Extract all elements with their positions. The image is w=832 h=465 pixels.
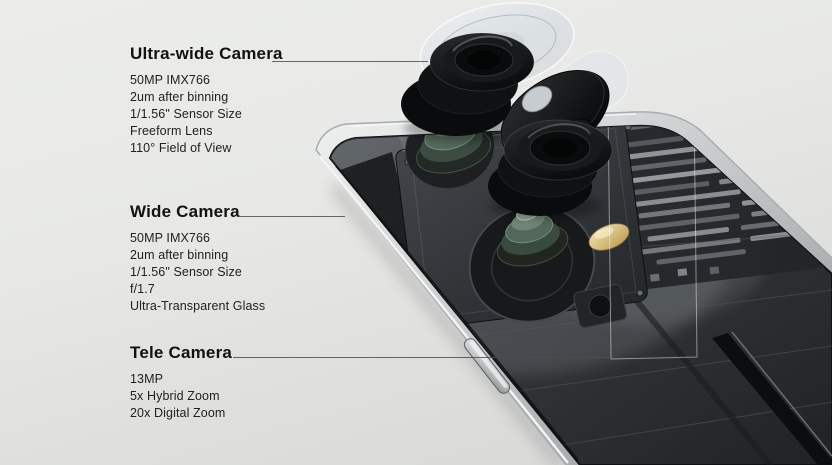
tele-camera-block xyxy=(573,283,627,329)
spec-line: Freeform Lens xyxy=(130,124,213,138)
annotation-ultra-wide-camera: Ultra-wide Camera 50MP IMX766 2um after … xyxy=(130,44,283,157)
tele-camera-specs: 13MP 5x Hybrid Zoom 20x Digital Zoom xyxy=(130,371,232,422)
exploded-parts xyxy=(401,1,629,219)
ultrawide-lens-barrel xyxy=(401,32,535,136)
midframe-bar xyxy=(712,333,832,465)
tele-leader-line xyxy=(233,357,610,358)
spec-line: 1/1.56" Sensor Size xyxy=(130,107,242,121)
spec-line: 13MP xyxy=(130,372,164,386)
wide-lens-stack xyxy=(468,205,596,323)
spec-line: f/1.7 xyxy=(130,282,155,296)
wide-camera-specs: 50MP IMX766 2um after binning 1/1.56" Se… xyxy=(130,230,265,315)
spec-line: 50MP IMX766 xyxy=(130,73,211,87)
midframe-glint xyxy=(731,331,832,457)
power-button xyxy=(463,338,511,394)
spec-line: 50MP IMX766 xyxy=(130,231,211,245)
wide-lens-barrel xyxy=(488,119,613,216)
tele-camera-title: Tele Camera xyxy=(130,343,233,362)
rail-glint xyxy=(319,155,569,464)
highlight-box xyxy=(607,125,698,360)
wide-leader-line xyxy=(237,216,345,217)
spec-line: 110° Field of View xyxy=(130,141,232,155)
gold-disc xyxy=(588,223,630,251)
spec-line: 2um after binning xyxy=(130,90,229,104)
plate-hole-upper xyxy=(521,85,553,113)
annotation-wide-camera: Wide Camera 50MP IMX766 2um after binnin… xyxy=(130,202,265,315)
phone-drop-shadow xyxy=(328,181,568,465)
ultra-wide-camera-specs: 50MP IMX766 2um after binning 1/1.56" Se… xyxy=(130,72,283,157)
spec-line: Ultra-Transparent Glass xyxy=(130,299,266,313)
rail-seam xyxy=(335,165,579,461)
spec-line: 5x Hybrid Zoom xyxy=(130,389,220,403)
ultra-wide-leader-line xyxy=(272,61,428,62)
ultra-wide-camera-title: Ultra-wide Camera xyxy=(130,44,283,63)
spec-line: 20x Digital Zoom xyxy=(130,406,226,420)
spec-line: 1/1.56" Sensor Size xyxy=(130,265,242,279)
spec-line: 2um after binning xyxy=(130,248,229,262)
wide-camera-title: Wide Camera xyxy=(130,202,240,221)
midframe-seam xyxy=(633,298,832,465)
annotation-tele-camera: Tele Camera 13MP 5x Hybrid Zoom 20x Digi… xyxy=(130,343,232,422)
